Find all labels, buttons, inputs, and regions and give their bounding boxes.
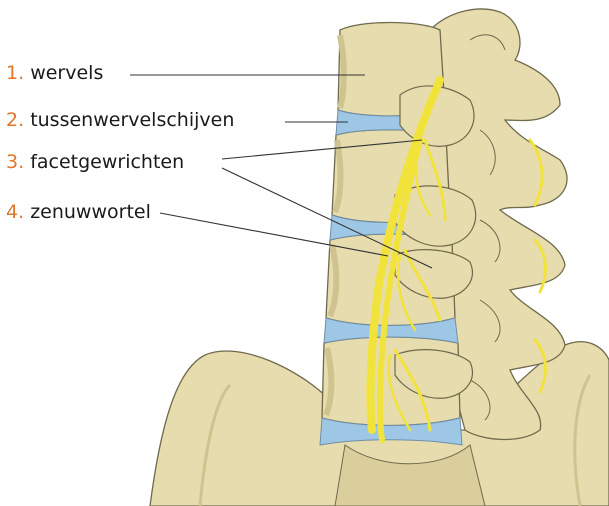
label-text: wervels: [30, 62, 103, 84]
label-zenuwwortel: 4. zenuwwortel: [6, 203, 151, 222]
label-tussenwervelschijven: 2. tussenwervelschijven: [6, 111, 234, 130]
label-number: 1.: [6, 62, 24, 84]
label-number: 4.: [6, 201, 24, 223]
label-number: 2.: [6, 109, 24, 131]
label-text: tussenwervelschijven: [30, 109, 234, 131]
label-wervels: 1. wervels: [6, 64, 103, 83]
label-text: zenuwwortel: [30, 201, 151, 223]
label-facetgewrichten: 3. facetgewrichten: [6, 153, 184, 172]
label-text: facetgewrichten: [30, 151, 184, 173]
label-number: 3.: [6, 151, 24, 173]
